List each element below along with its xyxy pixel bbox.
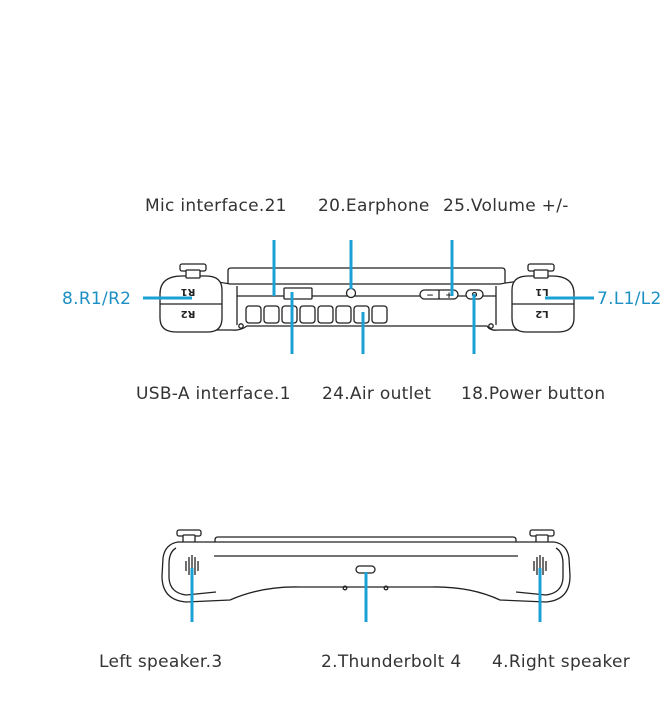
- label-air: 24.Air outlet: [322, 384, 431, 404]
- label-mic: Mic interface.21: [145, 196, 287, 216]
- vent: [371, 305, 388, 324]
- bottom-grip-right-inner: [515, 547, 564, 596]
- label-power: 18.Power button: [461, 384, 605, 404]
- l2-mark: L2: [535, 308, 548, 319]
- label-usb: USB-A interface.1: [136, 384, 291, 404]
- screw-left: [238, 323, 244, 329]
- label-volume: 25.Volume +/-: [443, 196, 569, 216]
- left-stick-stem: [533, 269, 549, 279]
- screw-right: [488, 323, 494, 329]
- volume-plus-mark: +: [445, 291, 453, 301]
- bottom-grip-left-inner: [168, 547, 217, 596]
- vent: [299, 305, 316, 324]
- label-earphone: 20.Earphone: [318, 196, 430, 216]
- label-l1l2: 7.L1/L2: [597, 289, 662, 309]
- label-right-speaker: 4.Right speaker: [492, 652, 630, 672]
- r1-mark: R1: [181, 286, 196, 297]
- l1-mark: L1: [535, 286, 548, 297]
- screw-bottom-right: [383, 585, 389, 591]
- top-ridge: [227, 267, 506, 285]
- bottom-top-ridge: [214, 536, 517, 554]
- top-view-device: R1 R2 L1 L2 − +: [159, 263, 575, 333]
- usb-a-port: [283, 287, 313, 300]
- vent: [335, 305, 352, 324]
- vent: [263, 305, 280, 324]
- right-stick-stem: [185, 269, 201, 279]
- label-left-speaker: Left speaker.3: [99, 652, 222, 672]
- label-thunderbolt: 2.Thunderbolt 4: [321, 652, 461, 672]
- thunderbolt-port: [355, 565, 376, 574]
- vent: [245, 305, 262, 324]
- vent: [281, 305, 298, 324]
- screw-bottom-left: [342, 585, 348, 591]
- r2-mark: R2: [181, 308, 196, 319]
- vent: [317, 305, 334, 324]
- earphone-jack: [345, 287, 357, 299]
- label-r1r2: 8.R1/R2: [62, 289, 131, 309]
- volume-minus-mark: −: [426, 291, 434, 301]
